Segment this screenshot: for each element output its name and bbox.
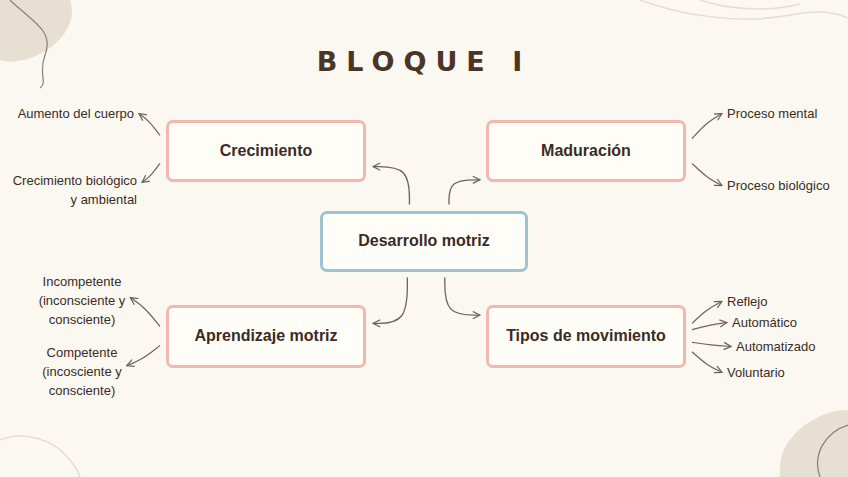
corner-blob: [0, 0, 72, 62]
title: BLOQUE I: [0, 46, 848, 77]
topic-box: Maduración: [486, 120, 686, 182]
leaf-label: Automático: [732, 313, 842, 332]
leader-arrow: [139, 114, 160, 136]
leader-arrow: [130, 298, 160, 327]
central-box: Desarrollo motriz: [320, 211, 528, 272]
leader-arrow: [692, 114, 722, 139]
topic-box: Tipos de movimiento: [486, 305, 686, 368]
leaf-label: Crecimiento biológico y ambiental: [3, 171, 137, 209]
box-label: Aprendizaje motriz: [194, 327, 337, 345]
leaf-label: Voluntario: [727, 363, 837, 382]
corner-curve: [700, 0, 800, 9]
leaf-label: Automatizado: [736, 337, 844, 356]
corner-curve: [640, 0, 848, 19]
leader-arrow: [692, 352, 722, 373]
leaf-label: Incompetente (inconsciente y consciente): [30, 272, 134, 329]
box-label: Desarrollo motriz: [358, 232, 490, 250]
leader-arrow: [692, 342, 731, 346]
corner-curve: [10, 0, 47, 88]
box-label: Crecimiento: [220, 142, 312, 160]
leaf-label: Competente (incosciente y consciente): [30, 343, 134, 400]
box-label: Maduración: [541, 142, 631, 160]
leader-arrow: [142, 163, 160, 182]
leaf-label: Aumento del cuerpo: [6, 104, 134, 123]
leaf-label: Proceso biológico: [727, 176, 842, 195]
leaf-label: Reflejo: [727, 292, 837, 311]
connector-arrow: [373, 167, 409, 205]
connector-arrow: [373, 278, 407, 324]
connector-arrow: [449, 180, 480, 205]
corner-curve: [818, 425, 848, 477]
leader-arrow: [127, 345, 160, 365]
leader-arrow: [692, 302, 722, 324]
topic-box: Crecimiento: [166, 120, 366, 182]
leader-arrow: [692, 163, 722, 185]
leader-arrow: [692, 323, 727, 330]
connector-arrow: [445, 278, 480, 316]
topic-box: Aprendizaje motriz: [166, 305, 366, 368]
box-label: Tipos de movimiento: [506, 327, 666, 345]
leaf-label: Proceso mental: [727, 104, 842, 123]
corner-curve: [0, 436, 80, 477]
corner-blob: [780, 410, 848, 477]
